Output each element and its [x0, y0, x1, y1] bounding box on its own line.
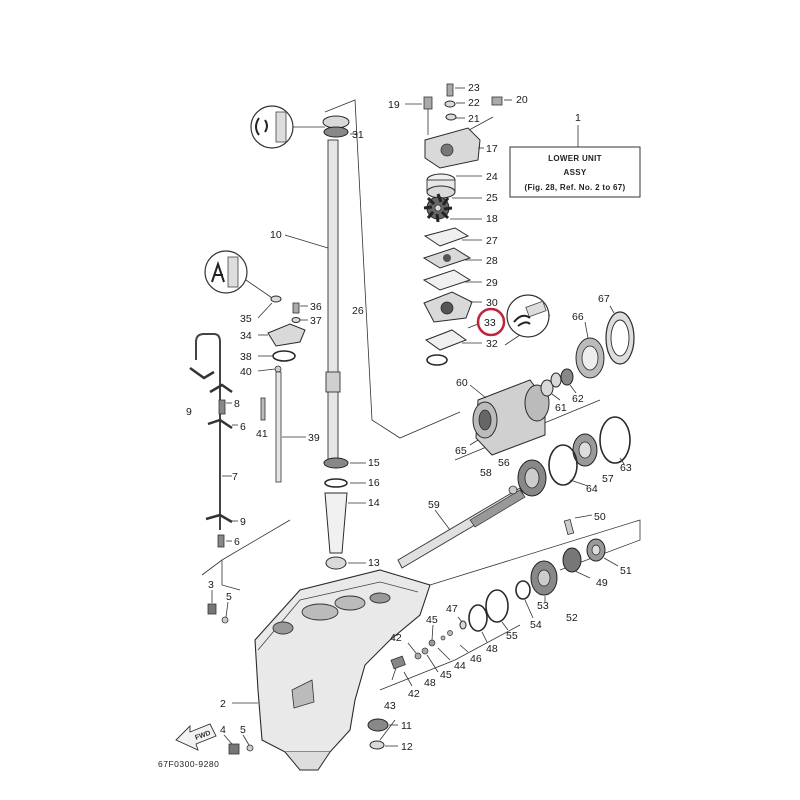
part-label: 35 [240, 313, 252, 325]
part-label: 24 [486, 171, 498, 183]
part-label: 53 [537, 600, 549, 612]
small-bolts-lower-left [207, 590, 254, 755]
part-label: 12 [401, 741, 413, 753]
grease-symbol-right [506, 294, 550, 338]
part-label: 41 [256, 428, 268, 440]
part-labels: 23 19 22 20 21 31 17 24 25 18 27 10 28 2… [186, 82, 632, 753]
propeller-shaft-group [397, 305, 635, 569]
part-label: 44 [454, 660, 466, 672]
part-label: 29 [486, 277, 498, 289]
part-label: 42 [390, 632, 402, 644]
part-label: 23 [468, 82, 480, 94]
part-label-33: 33 [484, 317, 496, 329]
part-label: 55 [506, 630, 518, 642]
part-label: 5 [240, 724, 246, 736]
part-label: 22 [468, 97, 480, 109]
part-label: 63 [620, 462, 632, 474]
part-label: 5 [226, 591, 232, 603]
part-label: 19 [388, 99, 400, 111]
part-label: 62 [572, 393, 584, 405]
part-label: 37 [310, 315, 322, 327]
part-label: 40 [240, 366, 252, 378]
part-label: 8 [234, 398, 240, 410]
ref-label-1: 1 [575, 112, 581, 124]
part-label: 21 [468, 113, 480, 125]
part-label: 38 [240, 351, 252, 363]
drive-shaft [284, 139, 341, 461]
part-label: 16 [368, 477, 380, 489]
box-line-2: ASSY [564, 168, 587, 177]
part-label: 51 [620, 565, 632, 577]
part-label: 20 [516, 94, 528, 106]
part-label: 46 [470, 653, 482, 665]
part-label: 39 [308, 432, 320, 444]
part-label: 30 [486, 297, 498, 309]
part-label: 48 [424, 677, 436, 689]
box-line-1: LOWER UNIT [548, 154, 602, 163]
part-label: 17 [486, 143, 498, 155]
part-label: 4 [220, 724, 226, 736]
part-label: 9 [240, 516, 246, 528]
gearcase-housing [232, 569, 431, 771]
part-label: 45 [426, 614, 438, 626]
part-label: 13 [368, 557, 380, 569]
part-label: 58 [480, 467, 492, 479]
bearing-31 [322, 115, 358, 138]
part-label: 11 [401, 720, 412, 732]
part-label: 6 [234, 536, 240, 548]
part-label: 14 [368, 497, 380, 509]
part-label: 26 [352, 305, 364, 317]
part-label: 57 [602, 473, 614, 485]
part-label: 56 [498, 457, 510, 469]
part-label: 6 [240, 421, 246, 433]
part-label: 36 [310, 301, 322, 313]
part-label: 3 [208, 579, 214, 591]
box-line-3: (Fig. 28, Ref. No. 2 to 67) [524, 183, 625, 192]
part-label: 45 [440, 669, 452, 681]
fwd-arrow: FWD [175, 723, 217, 751]
part-label: 10 [270, 229, 282, 241]
part-label: 64 [586, 483, 598, 495]
part-label: 28 [486, 255, 498, 267]
anode-parts [367, 718, 398, 750]
part-label: 15 [368, 457, 380, 469]
part-label: 32 [486, 338, 498, 350]
part-label: 61 [555, 402, 567, 414]
part-label: 27 [486, 235, 498, 247]
part-label: 47 [446, 603, 458, 615]
part-label: 59 [428, 499, 440, 511]
part-label: 50 [594, 511, 606, 523]
part-label: 67 [598, 293, 610, 305]
drive-shaft-lower-parts [323, 457, 366, 570]
part-label: 42 [408, 688, 420, 700]
part-label: 43 [384, 700, 396, 712]
water-pump-stack [405, 83, 512, 366]
part-label: 65 [455, 445, 467, 457]
part-label: 18 [486, 213, 498, 225]
figure-code: 67F0300-9280 [158, 759, 219, 769]
grease-symbol-middle [204, 250, 276, 301]
part-label: 49 [596, 577, 608, 589]
highlight-circle-33 [476, 307, 506, 337]
shift-rod-assembly [189, 295, 308, 548]
part-label: 60 [456, 377, 468, 389]
reverse-gear-group [390, 514, 619, 687]
part-label: 48 [486, 643, 498, 655]
part-label: 9 [186, 406, 192, 418]
part-label: 25 [486, 192, 498, 204]
part-label: 7 [232, 471, 238, 483]
part-label: 52 [566, 612, 578, 624]
part-label: 2 [220, 698, 226, 710]
grease-symbol-top [250, 105, 325, 149]
part-label: 34 [240, 330, 252, 342]
part-label: 31 [352, 129, 364, 141]
part-label: 54 [530, 619, 542, 631]
part-label: 66 [572, 311, 584, 323]
lower-unit-assy-box: 1 LOWER UNIT ASSY (Fig. 28, Ref. No. 2 t… [509, 112, 641, 198]
